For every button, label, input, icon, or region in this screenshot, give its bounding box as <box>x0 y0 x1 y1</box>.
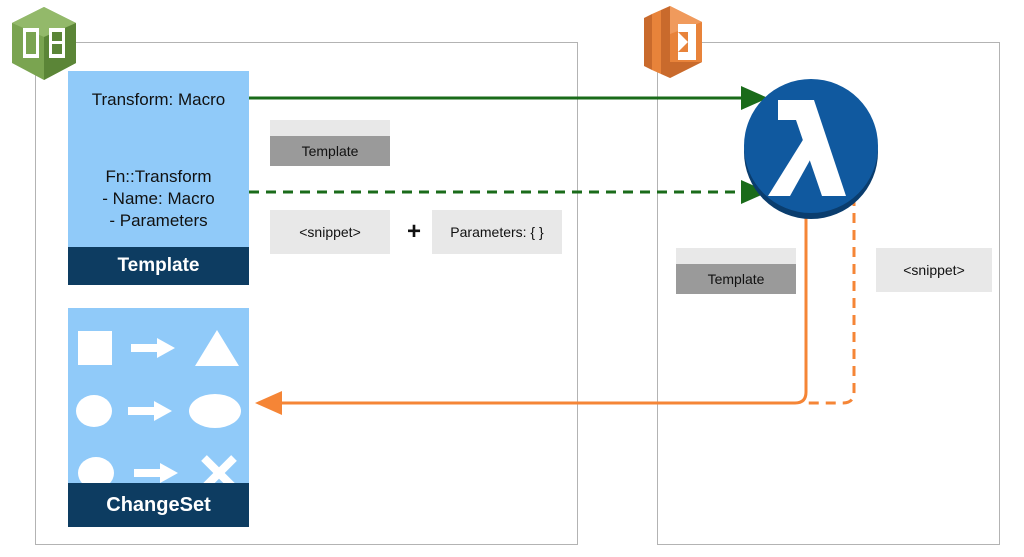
square-shape-icon <box>77 331 112 365</box>
snippet-box-left-label: <snippet> <box>299 224 361 240</box>
changeset-card-footer: ChangeSet <box>68 483 249 527</box>
changeset-card: ChangeSet <box>68 308 249 527</box>
right-arrow-icon <box>131 337 176 359</box>
parameters-box-label: Parameters: { } <box>450 224 544 240</box>
connector-lambda-template-to-changeset <box>255 188 808 415</box>
parameters-box: Parameters: { } <box>432 210 562 254</box>
template-transform-line: Transform: Macro <box>91 90 226 109</box>
aws-cloudformation-icon <box>6 4 82 84</box>
template-box-left: Template <box>270 120 390 166</box>
template-box-left-label: Template <box>270 136 390 166</box>
plus-symbol: + <box>406 218 421 245</box>
snippet-box-right: <snippet> <box>876 248 992 292</box>
left-region-container <box>35 42 578 545</box>
template-fn-transform-block: Fn::Transform - Name: Macro - Parameters <box>102 167 215 230</box>
right-arrow-icon <box>128 400 173 422</box>
changeset-row-1 <box>68 323 249 373</box>
template-card-footer: Template <box>68 247 249 285</box>
snippet-box-right-label: <snippet> <box>903 262 965 278</box>
changeset-row-2 <box>68 386 249 436</box>
template-card: Transform: Macro Fn::Transform - Name: M… <box>68 71 249 285</box>
aws-lambda-icon <box>630 4 706 84</box>
right-region-container <box>657 42 1000 545</box>
template-box-right-label: Template <box>676 264 796 294</box>
circle-shape-icon <box>76 395 113 427</box>
ellipse-shape-icon <box>188 394 241 428</box>
triangle-shape-icon <box>195 330 240 366</box>
template-box-right: Template <box>676 248 796 294</box>
right-arrow-icon <box>134 462 179 484</box>
snippet-box-left: <snippet> <box>270 210 390 254</box>
connector-lambda-snippet-to-changeset <box>806 196 856 405</box>
lambda-function-node <box>744 79 878 219</box>
